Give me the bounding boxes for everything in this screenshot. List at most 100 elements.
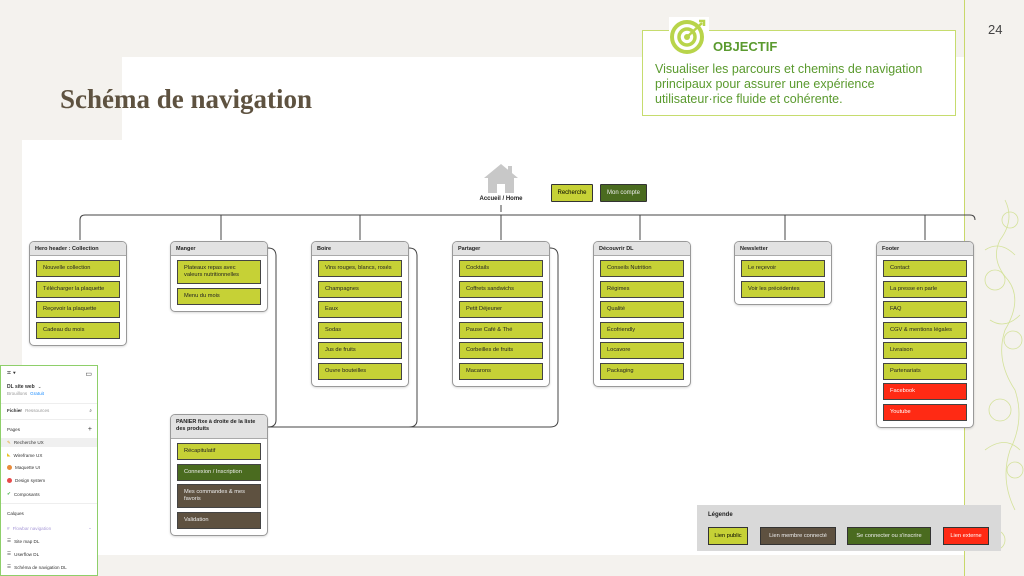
objective-box: OBJECTIF Visualiser les parcours et chem… <box>642 17 956 116</box>
nav-node[interactable]: Partenariats <box>883 362 967 380</box>
legend: Légende Lien public Lien membre connecté… <box>697 505 1001 551</box>
nav-node[interactable]: Vins rouges, blancs, rosés <box>318 260 402 277</box>
frame-icon: ☰ <box>7 538 12 543</box>
page-item[interactable]: Maquette UI <box>7 465 92 470</box>
frame-icon: # <box>7 525 10 531</box>
home-icon[interactable] <box>478 162 524 199</box>
nav-node[interactable]: Qualité <box>600 301 684 318</box>
legend-connect: Se connecter ou s'inscrire <box>847 527 931 545</box>
layer-item[interactable]: ☰ Schéma de navigation DL <box>7 564 67 570</box>
group-title: Newsletter <box>735 242 831 256</box>
nav-node[interactable]: Plateaux repas avec valeurs nutritionnel… <box>177 260 261 284</box>
nav-node[interactable]: Locavore <box>600 342 684 359</box>
plan-label: Brouillons <box>7 391 28 396</box>
nav-node[interactable]: Ouvre bouteilles <box>318 362 402 380</box>
figma-logo-icon[interactable]: ⌗ ▾ <box>7 370 16 377</box>
nav-node[interactable]: Champagnes <box>318 280 402 298</box>
group-title: Partager <box>453 242 549 256</box>
nav-node[interactable]: Jus de fruits <box>318 342 402 359</box>
nav-node[interactable]: Régimes <box>600 280 684 298</box>
pages-label: Pages <box>7 427 21 432</box>
nav-node[interactable]: Packaging <box>600 362 684 380</box>
layer-item[interactable]: ☰ Userflow DL <box>7 551 40 557</box>
account-button[interactable]: Mon compte <box>600 184 647 202</box>
group-title: Découvrir DL <box>594 242 690 256</box>
page-number: 24 <box>988 22 1003 37</box>
file-name[interactable]: DL site web <box>7 384 35 390</box>
page-item[interactable]: ✎ Recherche UX <box>1 438 97 447</box>
figma-layers-panel: ⌗ ▾ ▭ DL site web ⌄ Brouillons Gratuit F… <box>0 365 98 576</box>
nav-node[interactable]: Menu du mois <box>177 287 261 305</box>
layer-item[interactable]: # Flowbar navigation ⌄ <box>7 525 92 531</box>
legend-member: Lien membre connecté <box>760 527 836 545</box>
tab-file[interactable]: Fichier <box>7 408 23 413</box>
group-title: Footer <box>877 242 973 256</box>
page-item[interactable]: Design system <box>7 478 92 483</box>
nav-node[interactable]: Eaux <box>318 301 402 318</box>
page-item[interactable]: ✔ Composants <box>7 491 40 497</box>
page-item[interactable]: ◣ Wireframe UX <box>7 452 43 458</box>
slide-title: Schéma de navigation <box>60 84 313 114</box>
nav-node[interactable]: Pause Café & Thé <box>459 321 543 339</box>
group-title: Boire <box>312 242 408 256</box>
group-cart: PANIER fixe à droite de la liste des pro… <box>170 414 268 536</box>
chevron-down-icon[interactable]: ⌄ <box>37 384 42 389</box>
nav-node[interactable]: Écofriendly <box>600 321 684 339</box>
sidebar-toggle-icon[interactable]: ▭ <box>85 371 92 378</box>
legend-external: Lien externe <box>943 527 989 545</box>
nav-node[interactable]: Le reçevoir <box>741 260 825 277</box>
chevron-down-icon[interactable]: ⌄ <box>88 525 92 530</box>
home-label: Accueil / Home <box>479 196 523 202</box>
target-icon <box>669 17 709 57</box>
nav-node[interactable]: Corbeilles de fruits <box>459 342 543 359</box>
nav-node[interactable]: CGV & mentions légales <box>883 321 967 339</box>
nav-node[interactable]: Mes commandes & mes favoris <box>177 484 261 508</box>
nav-node[interactable]: Macarons <box>459 362 543 380</box>
group-title: Manger <box>171 242 267 256</box>
nav-node[interactable]: Voir les précédentes <box>741 280 825 298</box>
nav-node[interactable]: Récapitulatif <box>177 443 261 460</box>
frame-icon: ☰ <box>7 564 12 569</box>
nav-node[interactable]: Télécharger la plaquette <box>36 280 120 298</box>
plan-badge: Gratuit <box>30 391 44 396</box>
layer-item[interactable]: ☰ Site map DL <box>7 538 40 544</box>
frame-icon: ☰ <box>7 551 12 556</box>
objective-heading: OBJECTIF <box>713 39 778 54</box>
group-partager: Partager Cocktails Coffrets sandwichs Pe… <box>452 241 550 387</box>
nav-node[interactable]: Contact <box>883 260 967 277</box>
objective-text: Visualiser les parcours et chemins de na… <box>655 62 923 106</box>
group-footer: Footer Contact La presse en parle FAQ CG… <box>876 241 974 428</box>
group-decouvrir: Découvrir DL Conseils Nutrition Régimes … <box>593 241 691 387</box>
pencil-icon: ✎ <box>7 439 11 445</box>
group-boire: Boire Vins rouges, blancs, rosés Champag… <box>311 241 409 387</box>
tab-resources[interactable]: Ressources <box>25 408 50 413</box>
nav-node[interactable]: Nouvelle collection <box>36 260 120 277</box>
nav-node[interactable]: Sodas <box>318 321 402 339</box>
nav-node[interactable]: Livraison <box>883 342 967 359</box>
nav-node[interactable]: Coffrets sandwichs <box>459 280 543 298</box>
nav-node[interactable]: La presse en parle <box>883 280 967 298</box>
ruler-icon: ◣ <box>7 452 11 457</box>
group-title: Hero header : Collection <box>30 242 126 256</box>
check-icon: ✔ <box>7 491 11 496</box>
group-newsletter: Newsletter Le reçevoir Voir les précéden… <box>734 241 832 305</box>
nav-node[interactable]: Cadeau du mois <box>36 321 120 339</box>
nav-node[interactable]: Petit Déjeuner <box>459 301 543 318</box>
nav-node[interactable]: FAQ <box>883 301 967 318</box>
search-button[interactable]: Recherche <box>551 184 593 202</box>
target-icon <box>7 478 12 483</box>
nav-node-external[interactable]: Facebook <box>883 383 967 400</box>
nav-node[interactable]: Connexion / Inscription <box>177 463 261 481</box>
group-hero-header: Hero header : Collection Nouvelle collec… <box>29 241 127 346</box>
nav-node-external[interactable]: Youtube <box>883 403 967 421</box>
nav-node[interactable]: Conseils Nutrition <box>600 260 684 277</box>
palette-icon <box>7 465 12 470</box>
nav-node[interactable]: Validation <box>177 511 261 529</box>
nav-node[interactable]: Reçevoir la plaquette <box>36 301 120 318</box>
add-page-icon[interactable]: + <box>87 426 92 433</box>
search-icon[interactable]: ⌕ <box>89 408 92 413</box>
legend-title: Légende <box>708 512 733 518</box>
legend-public: Lien public <box>708 527 748 545</box>
layers-label: Calques <box>7 511 24 516</box>
nav-node[interactable]: Cocktails <box>459 260 543 277</box>
